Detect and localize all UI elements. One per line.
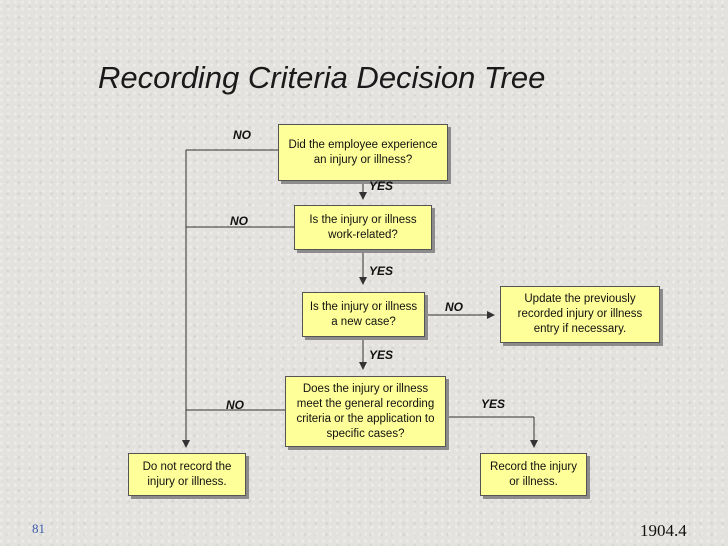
- node-record: Record the injury or illness.: [480, 453, 587, 496]
- label-yes-q1: YES: [369, 179, 394, 193]
- label-yes-q4: YES: [481, 397, 506, 411]
- node-injury-question: Did the employee experience an injury or…: [278, 124, 448, 181]
- node-recording-criteria-question: Does the injury or illness meet the gene…: [285, 376, 446, 447]
- node-record-text: Record the injury or illness.: [490, 460, 577, 488]
- label-yes-q3: YES: [369, 348, 394, 362]
- node-injury-question-text: Did the employee experience an injury or…: [288, 138, 438, 166]
- node-do-not-record: Do not record the injury or illness.: [128, 453, 246, 496]
- page-number: 81: [32, 521, 45, 536]
- node-update-entry-text: Update the previously recorded injury or…: [517, 293, 643, 335]
- node-work-related-question-text: Is the injury or illness work-related?: [309, 213, 417, 241]
- label-yes-q2: YES: [369, 264, 394, 278]
- label-no-q2: NO: [230, 214, 248, 228]
- node-new-case-question: Is the injury or illness a new case?: [302, 292, 425, 337]
- regulation-reference: 1904.4: [640, 521, 687, 540]
- node-work-related-question: Is the injury or illness work-related?: [294, 205, 432, 250]
- node-recording-criteria-question-text: Does the injury or illness meet the gene…: [296, 382, 435, 440]
- node-do-not-record-text: Do not record the injury or illness.: [142, 460, 232, 488]
- label-no-q3: NO: [445, 300, 463, 314]
- label-no-q1: NO: [233, 128, 251, 142]
- page-title: Recording Criteria Decision Tree: [98, 60, 546, 95]
- node-new-case-question-text: Is the injury or illness a new case?: [309, 300, 418, 328]
- node-update-entry: Update the previously recorded injury or…: [500, 286, 660, 343]
- label-no-q4: NO: [226, 398, 244, 412]
